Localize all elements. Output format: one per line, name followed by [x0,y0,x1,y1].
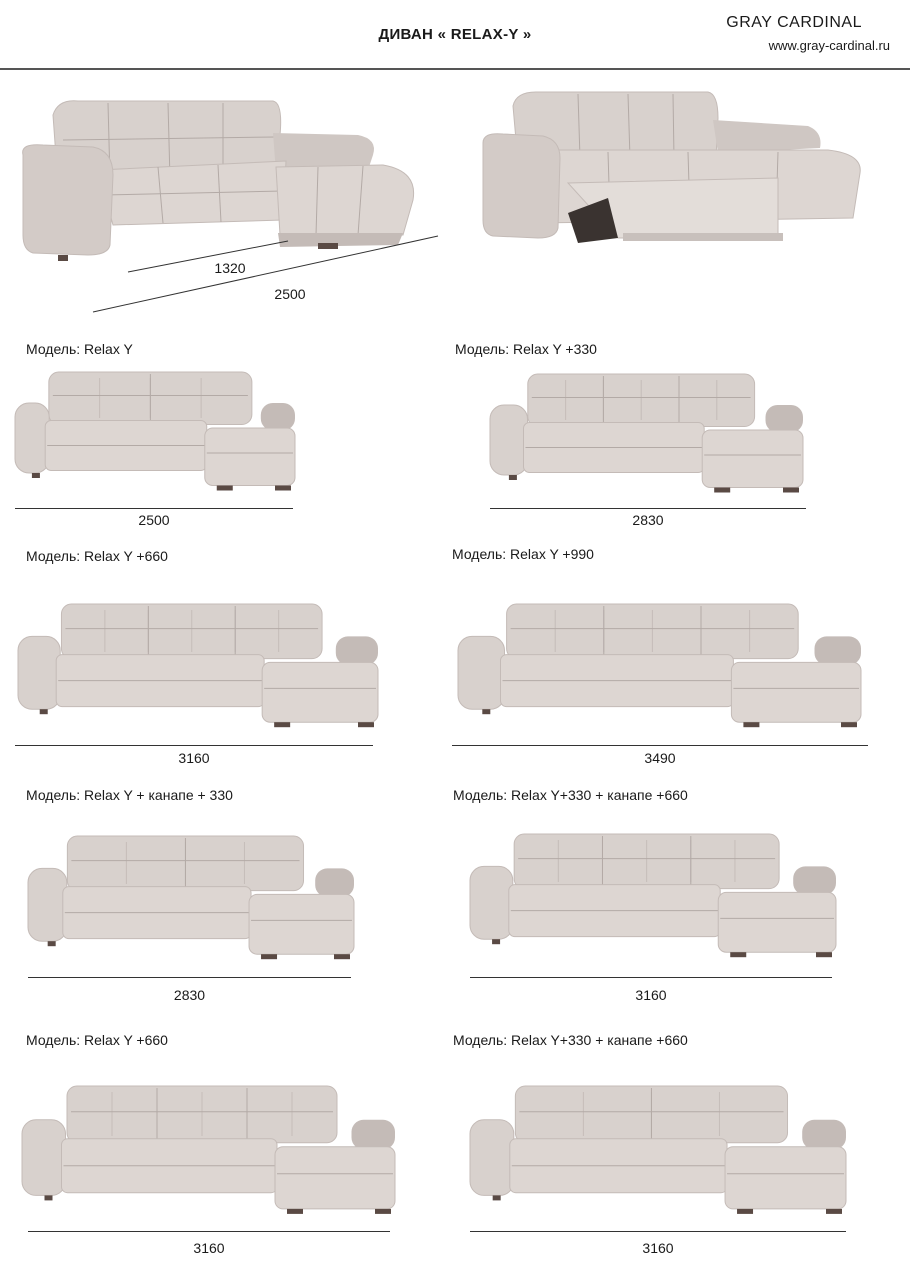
model-width-dimension: 3160 [635,987,667,1003]
model-label: Модель: Relax Y +660 [26,548,168,564]
model-width-dimension: 3490 [644,750,676,766]
model-sofa-image [469,833,837,958]
hero-sofa-unfolded [482,91,861,243]
brand-website: www.gray-cardinal.ru [768,38,890,53]
dimension-line [15,745,373,746]
hero-sofa-angled [22,100,439,313]
page-title: ДИВАН « RELAX-Y » [378,26,532,43]
model-sofa-image [489,373,804,493]
model-label: Модель: Relax Y+330 + канапе +660 [453,787,688,803]
dimension-line [470,1231,846,1232]
hero-width-dimension: 2500 [274,286,306,302]
model-width-dimension: 2500 [138,512,170,528]
brand-name: GRAY CARDINAL [726,14,862,31]
model-label: Модель: Relax Y+330 + канапе +660 [453,1032,688,1048]
dimension-line [452,745,868,746]
dimension-line [15,508,293,509]
model-width-dimension: 3160 [193,1240,225,1256]
model-sofa-image [14,371,296,491]
dimension-line [470,977,832,978]
model-width-dimension: 2830 [173,987,206,1003]
dimension-line [28,977,351,978]
model-sofa-image [27,835,355,960]
model-sofa-image [457,603,862,728]
model-label: Модель: Relax Y +330 [455,341,597,357]
model-width-dimension: 3160 [178,750,210,766]
model-width-dimension: 3160 [642,1240,674,1256]
hero-depth-dimension: 1320 [214,260,246,276]
model-label: Модель: Relax Y + канапе + 330 [26,787,233,803]
model-label: Модель: Relax Y +990 [452,546,594,562]
header-divider [0,68,910,70]
model-width-dimension: 2830 [632,512,664,528]
model-sofa-image [469,1085,847,1214]
model-label: Модель: Relax Y [26,341,133,357]
dimension-line [28,1231,390,1232]
model-sofa-image [21,1085,396,1214]
dimension-line [490,508,806,509]
model-sofa-image [17,603,379,728]
model-label: Модель: Relax Y +660 [26,1032,168,1048]
